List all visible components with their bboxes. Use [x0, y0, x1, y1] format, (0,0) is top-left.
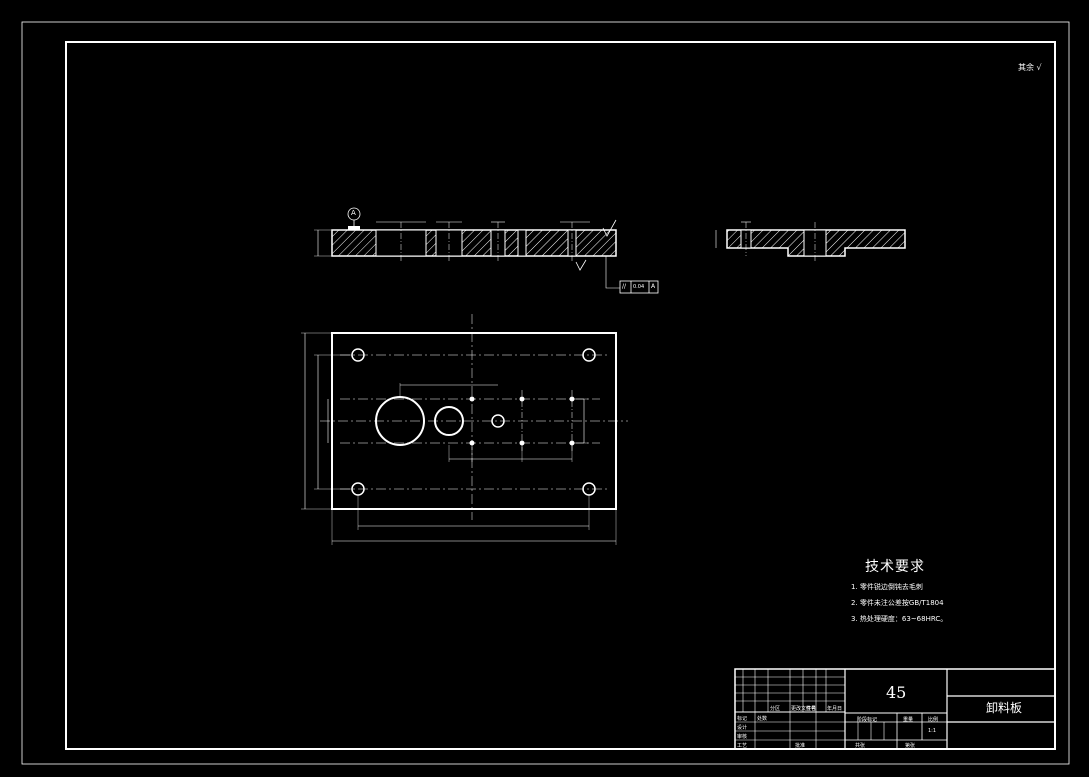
tech-requirement-item: 1. 零件锐边倒钝去毛刺 [851, 583, 923, 591]
tb-row-total-sheets: 共张 [855, 743, 866, 749]
roughness-symbol [602, 219, 617, 237]
roughness-note-text: 其余 [1018, 63, 1034, 72]
material-label: 45 [886, 683, 907, 702]
tb-header-stage: 阶段标记 [857, 717, 878, 723]
side-section-view [715, 221, 906, 262]
tb-header-mark: 标记 [737, 716, 748, 722]
roughness-icon: √ [1036, 63, 1042, 72]
tb-header-date: 年月日 [827, 706, 843, 712]
drawing-frame [65, 41, 1056, 750]
title-block [734, 668, 1056, 750]
tb-header-zone: 分区 [770, 706, 781, 712]
scale-label: 1:1 [928, 728, 937, 734]
small-hole [491, 414, 505, 428]
tb-row-sheet-no: 第张 [905, 743, 916, 749]
tb-header-signature: 签名 [806, 706, 817, 712]
medium-hole [434, 406, 464, 436]
tb-header-change-doc: 更改文件号 [791, 706, 817, 712]
tech-requirement-item: 2. 零件未注公差按GB/T1804 [851, 599, 944, 607]
tb-header-count: 处数 [757, 716, 768, 722]
tolerance-value: 0.04 [633, 284, 645, 290]
tolerance-datum: A [651, 283, 656, 290]
roughness-note: 其余 √ [1018, 62, 1042, 73]
front-section-view [314, 207, 659, 294]
tb-header-weight: 重量 [903, 717, 914, 723]
tb-row-review: 审核 [737, 734, 748, 740]
tolerance-symbol: // [622, 283, 627, 290]
technical-requirements: 技术要求 1. 零件锐边倒钝去毛刺 2. 零件未注公差按GB/T1804 3. … [851, 556, 1041, 624]
plan-view [301, 314, 628, 545]
tech-requirements-title: 技术要求 [865, 559, 925, 575]
part-name-label: 卸料板 [986, 701, 1023, 715]
tolerance-frame [619, 280, 659, 294]
tb-header-scale: 比例 [928, 717, 939, 723]
tb-row-approve: 批准 [795, 743, 806, 749]
datum-a-letter: A [351, 209, 356, 217]
tb-row-design: 设计 [737, 725, 748, 731]
tb-row-process: 工艺 [737, 743, 748, 749]
tech-requirement-item: 3. 热处理硬度：63~68HRC。 [851, 615, 948, 623]
corner-hole [582, 348, 596, 362]
sheet-outer-border [21, 21, 1070, 765]
